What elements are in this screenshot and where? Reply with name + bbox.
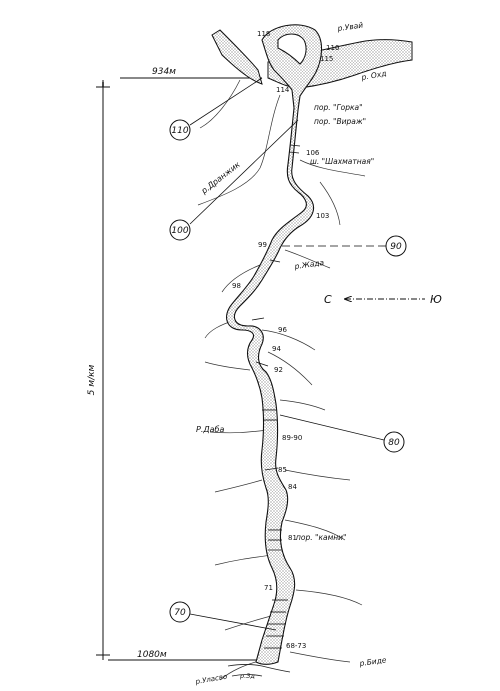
river-daba-label: Р.Даба — [196, 425, 224, 434]
elevation-top-label: 934м — [152, 67, 176, 77]
km-118: 118 — [257, 30, 270, 38]
marker-110: 110 — [169, 77, 263, 141]
km-96: 96 — [278, 326, 287, 334]
marker-80: 80 — [279, 414, 405, 453]
km-marks: 118 116 115 114 106 103 99 98 96 94 92 8… — [232, 30, 340, 650]
compass-north-label: С — [324, 293, 332, 306]
marker-100-label: 100 — [171, 226, 188, 236]
marker-90-label: 90 — [390, 242, 402, 252]
km-94: 94 — [272, 345, 281, 353]
tributaries — [197, 79, 366, 681]
river-left-inflow — [211, 29, 263, 85]
km-103: 103 — [316, 212, 329, 220]
mouth-area — [227, 664, 291, 677]
km-98: 98 — [232, 282, 241, 290]
river-bide-label: р.Биде — [358, 655, 387, 668]
km-85: 85 — [278, 466, 287, 474]
km-81: 81 — [288, 534, 297, 542]
marker-80-label: 80 — [388, 438, 400, 448]
km-92: 92 — [274, 366, 283, 374]
km-116: 116 — [326, 44, 340, 52]
river-okhd-label: р. Охд — [360, 69, 387, 82]
marker-70-label: 70 — [174, 608, 186, 618]
river-zhada-label: р.Жада — [293, 258, 325, 271]
km-114: 114 — [276, 86, 290, 94]
river-uvay-label: р.Увай — [336, 20, 364, 33]
main-river — [226, 24, 323, 665]
elevation-scale: 5 м/км 934м 1080м — [87, 67, 262, 661]
rapid-labels: пор. "Горка" пор. "Вираж" ш. "Шахматная"… — [296, 103, 374, 542]
km-89-90: 89-90 — [282, 434, 302, 442]
rapid-shakhmatnaya-label: ш. "Шахматная" — [310, 157, 374, 166]
km-115: 115 — [320, 55, 333, 63]
marker-90: 90 — [282, 235, 407, 257]
km-99: 99 — [258, 241, 267, 249]
marker-100: 100 — [169, 119, 299, 241]
marker-110-label: 110 — [171, 126, 188, 136]
scale-label: 5 м/км — [87, 364, 97, 395]
rapid-gorka-label: пор. "Горка" — [314, 103, 363, 112]
river-zd-label: р.Зд — [239, 672, 255, 680]
compass: С Ю — [324, 293, 442, 306]
marker-70: 70 — [169, 601, 277, 631]
compass-south-label: Ю — [430, 293, 442, 306]
km-68-73: 68-73 — [286, 642, 306, 650]
km-84: 84 — [288, 483, 297, 491]
km-106: 106 — [306, 149, 320, 157]
rapid-virazh-label: пор. "Вираж" — [314, 117, 366, 126]
rapid-hatches — [251, 144, 301, 649]
river-dranzhik-label: р.Дранжик — [199, 160, 242, 196]
elevation-bottom-label: 1080м — [137, 650, 167, 660]
river-ulasvo-label: р.Уласво — [194, 673, 228, 687]
km-71: 71 — [264, 584, 273, 592]
rapid-kamni-label: пор. "камни" — [296, 533, 346, 542]
